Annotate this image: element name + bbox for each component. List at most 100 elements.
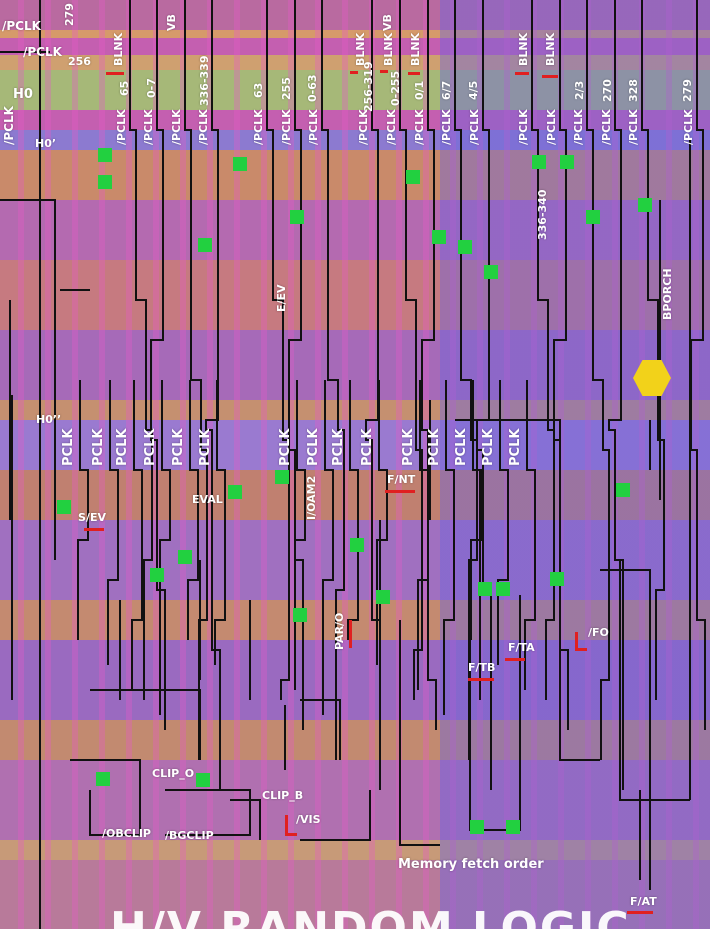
label-count: 65	[118, 80, 131, 96]
wire	[524, 380, 536, 690]
label-pclk: PCLK	[481, 428, 496, 466]
label-npclk: /PCLK	[357, 109, 370, 145]
label-pclk: PCLK	[401, 428, 416, 466]
label-count: 256-319	[362, 61, 375, 113]
label-npclk: /PCLK	[307, 109, 320, 145]
label-npclk: /PCLK	[197, 109, 210, 145]
label-npclk: /PCLK	[142, 109, 155, 145]
label-npclk-left: /PCLK	[2, 106, 16, 145]
label-256: 256	[68, 55, 91, 68]
label-pclk: PCLK	[198, 428, 213, 466]
label-count: 2/3	[573, 80, 586, 100]
label-npclk: /PCLK	[170, 109, 183, 145]
label-count: 336-339	[198, 55, 211, 107]
label-count: 6/7	[440, 80, 453, 100]
label-npclk: /PCLK	[252, 109, 265, 145]
label-blnk: BLNK	[544, 32, 557, 66]
label-s-ev: S/EV	[78, 511, 106, 524]
label-pclk: PCLK	[115, 428, 130, 466]
label-f-at: F/AT	[630, 895, 657, 908]
label-bgclip: /BGCLIP	[165, 829, 214, 842]
label-f-ta: F/TA	[508, 641, 535, 654]
label-pclk: PCLK	[306, 428, 321, 466]
label-npclk: /PCLK	[2, 19, 41, 33]
label-pclk: PCLK	[278, 428, 293, 466]
wire	[497, 380, 509, 665]
wire	[454, 0, 478, 760]
label-count: 328	[627, 79, 640, 102]
label-clip-o: CLIP_O	[152, 767, 195, 780]
label-obclip: /OBCLIP	[102, 827, 151, 840]
wire	[77, 380, 89, 640]
label-pclk: PCLK	[61, 428, 76, 466]
label-count: 0/1	[413, 80, 426, 100]
wire	[0, 0, 691, 929]
label-blnk: BLNK	[409, 32, 422, 66]
wire	[131, 380, 143, 690]
label-pclk: PCLK	[360, 428, 375, 466]
wire	[129, 0, 153, 700]
label-count: 0-63	[306, 74, 319, 102]
wire	[586, 0, 610, 760]
label-count: 0-7	[145, 78, 158, 98]
wire	[531, 0, 555, 700]
label-blnk: BLNK	[517, 32, 530, 66]
label-count: 4/5	[467, 80, 480, 100]
label-npclk: /PCLK	[545, 109, 558, 145]
label-eval: EVAL	[192, 493, 223, 506]
wire	[107, 380, 119, 665]
label-count: 0-255	[389, 70, 402, 106]
label-pclk: PCLK	[331, 428, 346, 466]
label-npclk: /PCLK	[413, 109, 426, 145]
label-count: 270	[601, 79, 614, 102]
section-title: H/V RANDOM LOGIC	[110, 903, 631, 929]
label-count: 255	[280, 77, 293, 100]
wire	[321, 0, 345, 760]
label-count: 279	[681, 79, 694, 102]
wire	[294, 380, 306, 690]
label-npclk: /PCLK	[115, 109, 128, 145]
wire	[421, 0, 437, 730]
label-h0-double-prime: H0’’	[36, 413, 62, 426]
label-npclk: /PCLK	[280, 109, 293, 145]
label-par-o: PAR/O	[333, 612, 346, 650]
label-npclk: /PCLK	[468, 109, 481, 145]
label-bporch: BPORCH	[661, 268, 674, 320]
wire	[187, 380, 199, 640]
wire	[376, 380, 388, 665]
label-count: 63	[252, 82, 265, 98]
label-fo: /FO	[588, 626, 609, 639]
label-pclk: PCLK	[427, 428, 442, 466]
label-pclk: PCLK	[143, 428, 158, 466]
wire	[322, 380, 334, 715]
label-npclk: /PCLK	[517, 109, 530, 145]
label-npclk: /PCLK	[385, 109, 398, 145]
label-f-nt: F/NT	[387, 473, 416, 486]
label-279: 279	[63, 3, 76, 26]
label-pclk: PCLK	[454, 428, 469, 466]
label-blnk: BLNK	[382, 32, 395, 66]
wire	[266, 0, 290, 700]
label-npclk: /PCLK	[682, 109, 695, 145]
wire	[214, 380, 226, 665]
label-i-oam2: I/OAM2	[305, 475, 318, 520]
label-npclk: /PCLK	[440, 109, 453, 145]
label-f-tb: F/TB	[468, 661, 496, 674]
label-e-ev: E/EV	[275, 284, 288, 312]
wire	[184, 0, 208, 760]
wire	[417, 380, 429, 690]
label-blnk: BLNK	[112, 32, 125, 66]
label-pclk: PCLK	[91, 428, 106, 466]
label-pclk: PCLK	[508, 428, 523, 466]
wire	[288, 0, 304, 730]
label-clip-b: CLIP_B	[262, 789, 304, 802]
wire	[443, 380, 455, 715]
wire	[553, 0, 569, 730]
label-vb: VB	[381, 14, 394, 31]
label-vb: VB	[165, 14, 178, 31]
label-npclk: /PCLK	[600, 109, 613, 145]
label-pclk: PCLK	[171, 428, 186, 466]
label-336-340: 336-340	[536, 189, 549, 241]
